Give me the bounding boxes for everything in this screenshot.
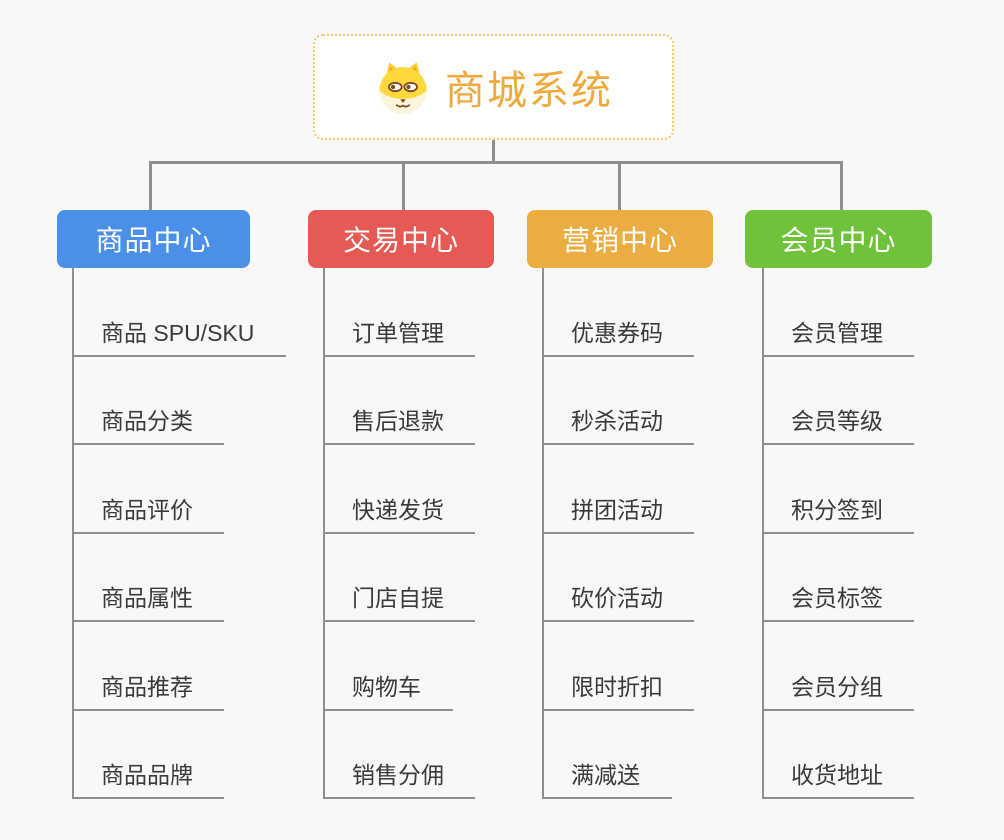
branch-box-trade-center[interactable]: 交易中心 [308, 210, 494, 268]
leaf-member-level[interactable]: 会员等级 [764, 357, 914, 445]
dog-icon [379, 62, 427, 115]
leaf-sales-commission[interactable]: 销售分佣 [325, 711, 475, 799]
connector-drop-trade [402, 163, 405, 210]
leaf-bargain-activity[interactable]: 砍价活动 [544, 534, 694, 622]
leaf-product-recommend[interactable]: 商品推荐 [74, 622, 224, 711]
connector-root-drop [492, 140, 495, 163]
branch-marketing-center-children: 优惠券码 秒杀活动 拼团活动 砍价活动 限时折扣 满减送 [542, 268, 694, 799]
leaf-store-pickup[interactable]: 门店自提 [325, 534, 475, 622]
leaf-member-management[interactable]: 会员管理 [764, 268, 914, 357]
root-node-mall-system[interactable]: 商城系统 [313, 34, 674, 140]
leaf-after-sale-refund[interactable]: 售后退款 [325, 357, 475, 445]
leaf-group-buy[interactable]: 拼团活动 [544, 445, 694, 534]
branch-member-center-children: 会员管理 会员等级 积分签到 会员标签 会员分组 收货地址 [762, 268, 914, 799]
connector-drop-member [840, 163, 843, 210]
branch-box-member-center[interactable]: 会员中心 [745, 210, 932, 268]
leaf-shopping-cart[interactable]: 购物车 [325, 622, 453, 711]
leaf-flash-sale[interactable]: 秒杀活动 [544, 357, 694, 445]
leaf-product-spu-sku[interactable]: 商品 SPU/SKU [74, 268, 286, 357]
leaf-product-category[interactable]: 商品分类 [74, 357, 224, 445]
connector-drop-product [149, 163, 152, 210]
leaf-product-attribute[interactable]: 商品属性 [74, 534, 224, 622]
branch-trade-center-children: 订单管理 售后退款 快递发货 门店自提 购物车 销售分佣 [323, 268, 475, 799]
leaf-spend-and-save[interactable]: 满减送 [544, 711, 672, 799]
connector-bus [149, 161, 843, 164]
branch-box-marketing-center[interactable]: 营销中心 [527, 210, 713, 268]
leaf-limited-time-discount[interactable]: 限时折扣 [544, 622, 694, 711]
leaf-product-brand[interactable]: 商品品牌 [74, 711, 224, 799]
leaf-order-management[interactable]: 订单管理 [325, 268, 475, 357]
leaf-member-group[interactable]: 会员分组 [764, 622, 914, 711]
branch-product-center-children: 商品 SPU/SKU 商品分类 商品评价 商品属性 商品推荐 商品品牌 [72, 268, 286, 799]
branch-box-product-center[interactable]: 商品中心 [57, 210, 250, 268]
leaf-shipping-address[interactable]: 收货地址 [764, 711, 914, 799]
connector-drop-marketing [618, 163, 621, 210]
leaf-member-tag[interactable]: 会员标签 [764, 534, 914, 622]
leaf-coupon-code[interactable]: 优惠券码 [544, 268, 694, 357]
leaf-product-review[interactable]: 商品评价 [74, 445, 224, 534]
root-title: 商城系统 [445, 69, 613, 113]
leaf-express-delivery[interactable]: 快递发货 [325, 445, 475, 534]
leaf-points-checkin[interactable]: 积分签到 [764, 445, 914, 534]
